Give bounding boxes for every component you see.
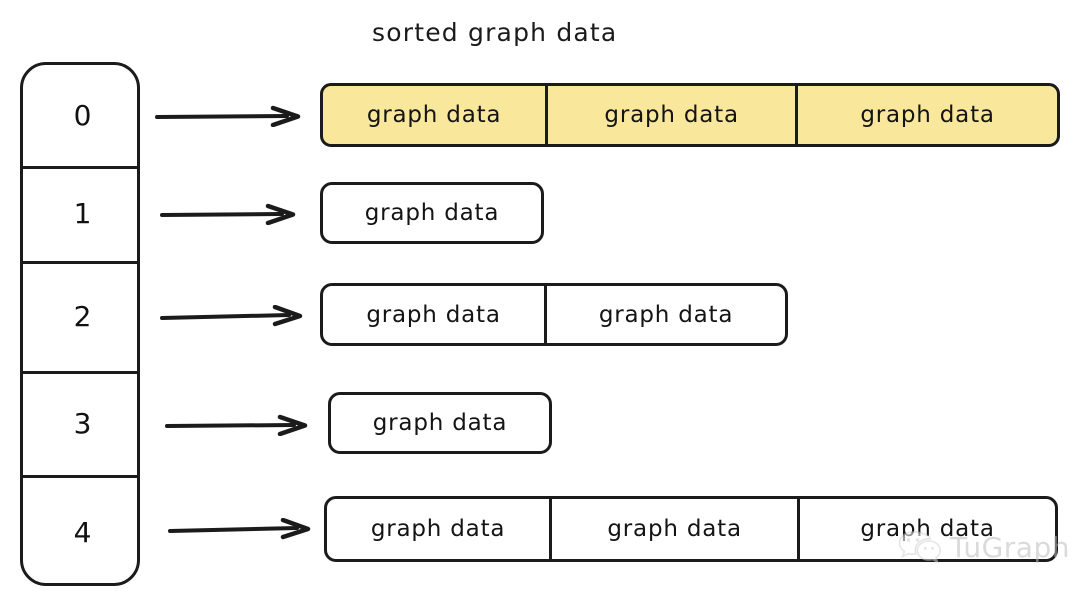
cell-label: graph data — [372, 410, 508, 436]
data-row-3[interactable]: graph data — [328, 392, 552, 454]
arrow-index-3 — [165, 414, 308, 436]
data-cell[interactable]: graph data — [795, 86, 1057, 144]
cell-label: graph data — [860, 516, 995, 542]
data-cell[interactable]: graph data — [327, 499, 549, 559]
index-label: 2 — [73, 299, 93, 333]
index-cell-2[interactable]: 2 — [23, 261, 143, 371]
data-row-1[interactable]: graph data — [320, 182, 544, 244]
data-row-0[interactable]: graph data graph data graph data — [320, 83, 1060, 147]
cell-label: graph data — [370, 516, 506, 542]
cell-label: graph data — [364, 200, 500, 226]
index-divider — [23, 475, 139, 478]
index-cell-4[interactable]: 4 — [23, 475, 143, 589]
data-cell[interactable]: graph data — [549, 499, 797, 559]
data-cell[interactable]: graph data — [331, 395, 549, 451]
data-cell[interactable]: graph data — [323, 286, 544, 343]
arrow-index-1 — [160, 203, 296, 225]
data-cell[interactable]: graph data — [797, 499, 1055, 559]
cell-label: graph data — [607, 516, 742, 542]
arrow-index-4 — [168, 518, 311, 540]
cell-label: graph data — [860, 102, 995, 128]
cell-label: graph data — [604, 102, 739, 128]
data-row-2[interactable]: graph data graph data — [320, 283, 788, 346]
index-label: 0 — [73, 99, 93, 132]
data-row-4[interactable]: graph data graph data graph data — [324, 496, 1058, 562]
index-label: 1 — [73, 197, 93, 230]
index-divider — [23, 371, 139, 374]
index-column: 0 1 2 3 4 — [20, 62, 140, 586]
cell-label: graph data — [366, 301, 501, 328]
index-cell-0[interactable]: 0 — [23, 65, 143, 166]
index-label: 4 — [73, 515, 93, 549]
diagram-title: sorted graph data — [372, 18, 618, 47]
index-cell-1[interactable]: 1 — [23, 166, 143, 261]
data-cell[interactable]: graph data — [545, 86, 795, 144]
arrow-index-2 — [160, 305, 303, 327]
data-cell[interactable]: graph data — [544, 286, 785, 343]
cell-label: graph data — [366, 102, 502, 128]
cell-label: graph data — [598, 301, 734, 328]
data-cell[interactable]: graph data — [323, 86, 545, 144]
data-cell[interactable]: graph data — [323, 185, 541, 241]
index-divider — [23, 166, 139, 169]
arrow-index-0 — [155, 105, 301, 127]
index-cell-3[interactable]: 3 — [23, 371, 143, 475]
index-label: 3 — [73, 406, 93, 440]
index-divider — [23, 261, 139, 264]
